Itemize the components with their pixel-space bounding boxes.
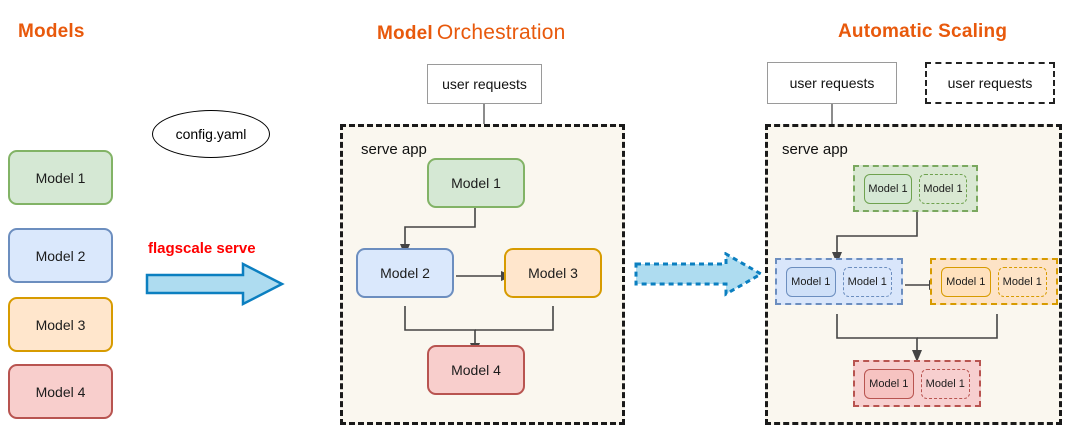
user-requests-box-middle: user requests [427,64,542,104]
replica-orange-1-label: Model 1 [946,275,986,288]
serve-app-label-right: serve app [782,141,848,158]
replica-group-red: Model 1 Model 1 [853,360,981,407]
model-card-2-label: Model 2 [35,247,86,264]
section-title-autoscaling: Automatic Scaling [838,21,1008,42]
user-requests-box-right-solid: user requests [767,62,897,104]
replica-red-1: Model 1 [864,368,914,399]
serve-app-label-middle: serve app [361,141,427,158]
flow-node-model-1: Model 1 [427,158,525,208]
model-card-4: Model 4 [8,364,113,419]
replica-orange-2: Model 1 [997,266,1047,297]
user-requests-dashed-label: user requests [947,75,1033,91]
replica-green-1: Model 1 [864,173,912,204]
transform-arrow-icon [145,262,285,307]
model-card-4-label: Model 4 [35,383,86,400]
config-file-label: config.yaml [175,126,247,142]
replica-group-green: Model 1 Model 1 [853,165,978,212]
model-card-3: Model 3 [8,297,113,352]
section-title-models: Models [18,21,85,42]
replica-blue-1: Model 1 [786,266,836,297]
user-requests-label: user requests [442,76,527,92]
flow-node-model-4: Model 4 [427,345,525,395]
replica-green-2: Model 1 [919,173,967,204]
user-requests-box-right-dashed: user requests [925,62,1055,104]
requests-to-app-connector [478,104,490,126]
replica-blue-2-label: Model 1 [847,275,887,288]
replica-red-2-label: Model 1 [925,377,965,390]
flow-node-model-3-label: Model 3 [528,265,578,281]
model-card-1-label: Model 1 [35,169,86,186]
replica-orange-2-label: Model 1 [1002,275,1042,288]
flow-node-model-3: Model 3 [504,248,602,298]
requests-to-app-connector-right [826,104,838,126]
flow-node-model-2: Model 2 [356,248,454,298]
flow-node-model-2-label: Model 2 [380,265,430,281]
user-requests-solid-label: user requests [789,75,875,91]
replica-group-blue: Model 1 Model 1 [775,258,903,305]
model-card-1: Model 1 [8,150,113,205]
replica-blue-1-label: Model 1 [791,275,831,288]
replica-green-1-label: Model 1 [868,182,908,195]
replica-red-2: Model 1 [920,368,970,399]
replica-orange-1: Model 1 [941,266,991,297]
replica-red-1-label: Model 1 [869,377,909,390]
config-file-ellipse: config.yaml [152,110,270,158]
model-card-3-label: Model 3 [35,316,86,333]
section-title-orchestration-highlight: Orchestration [432,20,570,46]
scaling-arrow-icon [634,252,764,297]
flow-node-model-1-label: Model 1 [451,175,501,191]
model-card-2: Model 2 [8,228,113,283]
replica-blue-2: Model 1 [842,266,892,297]
flow-node-model-4-label: Model 4 [451,362,501,378]
replica-group-orange: Model 1 Model 1 [930,258,1058,305]
transform-arrow-label: flagscale serve [148,240,256,257]
section-title-orchestration-prefix: Model [377,23,433,44]
replica-green-2-label: Model 1 [923,182,963,195]
